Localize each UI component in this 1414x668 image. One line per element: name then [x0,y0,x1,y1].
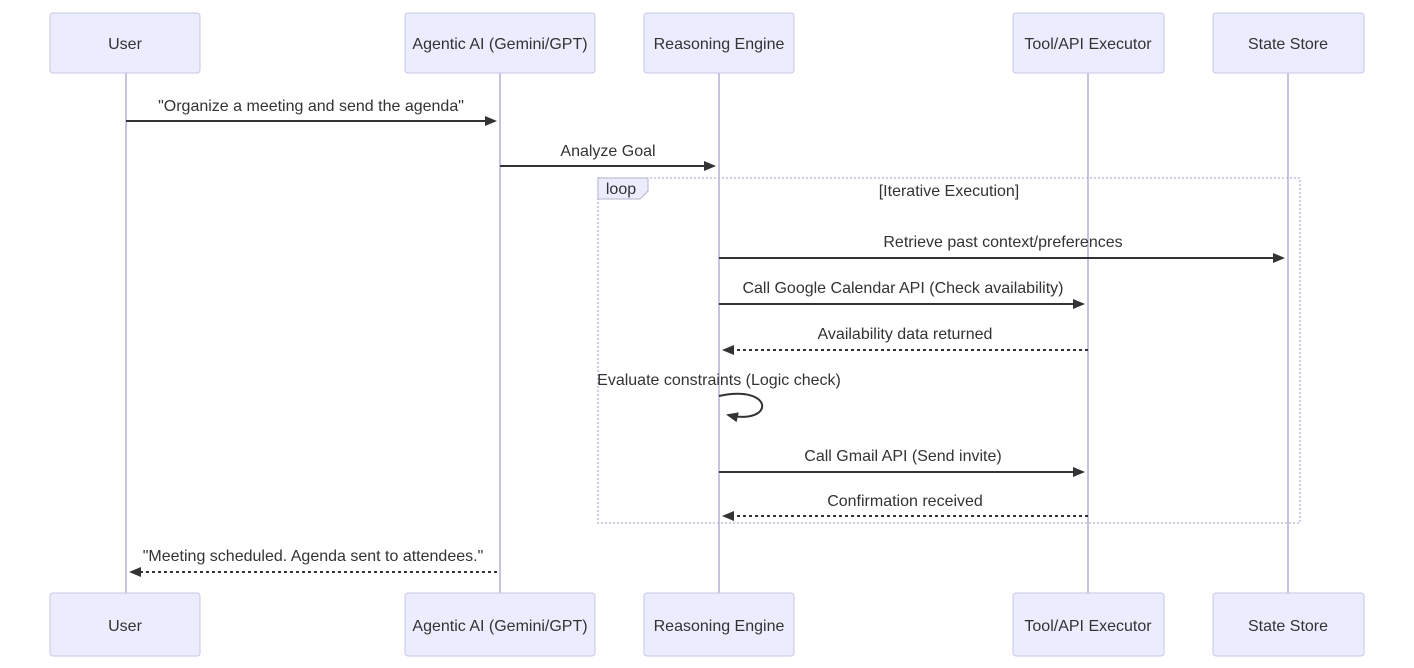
actor-box [1012,12,1165,74]
actor-label: User [108,36,142,53]
actor-bottom-reasoning-engine: Reasoning Engine [643,592,795,657]
actor-label: State Store [1248,618,1328,635]
actor-box [49,12,201,74]
actor-box [49,592,201,657]
message-label: Call Google Calendar API (Check availabi… [742,280,1063,297]
actor-box [404,592,596,657]
actor-label: User [108,618,142,635]
message-label: Confirmation received [827,493,983,510]
actor-bottom-agentic-ai: Agentic AI (Gemini/GPT) [404,592,596,657]
self-message-arrow [718,392,764,423]
message-label: Availability data returned [818,326,993,343]
loop-label: loop [606,181,636,198]
actor-box [404,12,596,74]
actor-bottom-state-store: State Store [1212,592,1365,657]
message-label: "Organize a meeting and send the agenda" [158,98,464,115]
actor-top-agentic-ai: Agentic AI (Gemini/GPT) [404,12,596,74]
message-label: Analyze Goal [560,143,655,160]
message-label: Retrieve past context/preferences [883,234,1122,251]
actor-label: Agentic AI (Gemini/GPT) [412,36,587,53]
actor-top-tool-api-executor: Tool/API Executor [1012,12,1165,74]
message-label: Evaluate constraints (Logic check) [597,372,841,389]
actor-label: Tool/API Executor [1024,618,1152,635]
actor-label: Reasoning Engine [654,36,785,53]
loop-label-box [597,177,649,200]
actor-box [1212,592,1365,657]
actor-box [643,12,795,74]
loop-title: [Iterative Execution] [879,183,1020,200]
actor-top-state-store: State Store [1212,12,1365,74]
actor-label: Reasoning Engine [654,618,785,635]
actor-bottom-tool-api-executor: Tool/API Executor [1012,592,1165,657]
message-label: Call Gmail API (Send invite) [804,448,1001,465]
actor-label: Tool/API Executor [1024,36,1152,53]
loop-frame [597,177,1301,524]
actor-label: Agentic AI (Gemini/GPT) [412,618,587,635]
actor-bottom-user: User [49,592,201,657]
actor-top-user: User [49,12,201,74]
actor-box [1212,12,1365,74]
message-label: "Meeting scheduled. Agenda sent to atten… [143,548,484,565]
actor-box [643,592,795,657]
actor-top-reasoning-engine: Reasoning Engine [643,12,795,74]
actor-label: State Store [1248,36,1328,53]
actor-box [1012,592,1165,657]
